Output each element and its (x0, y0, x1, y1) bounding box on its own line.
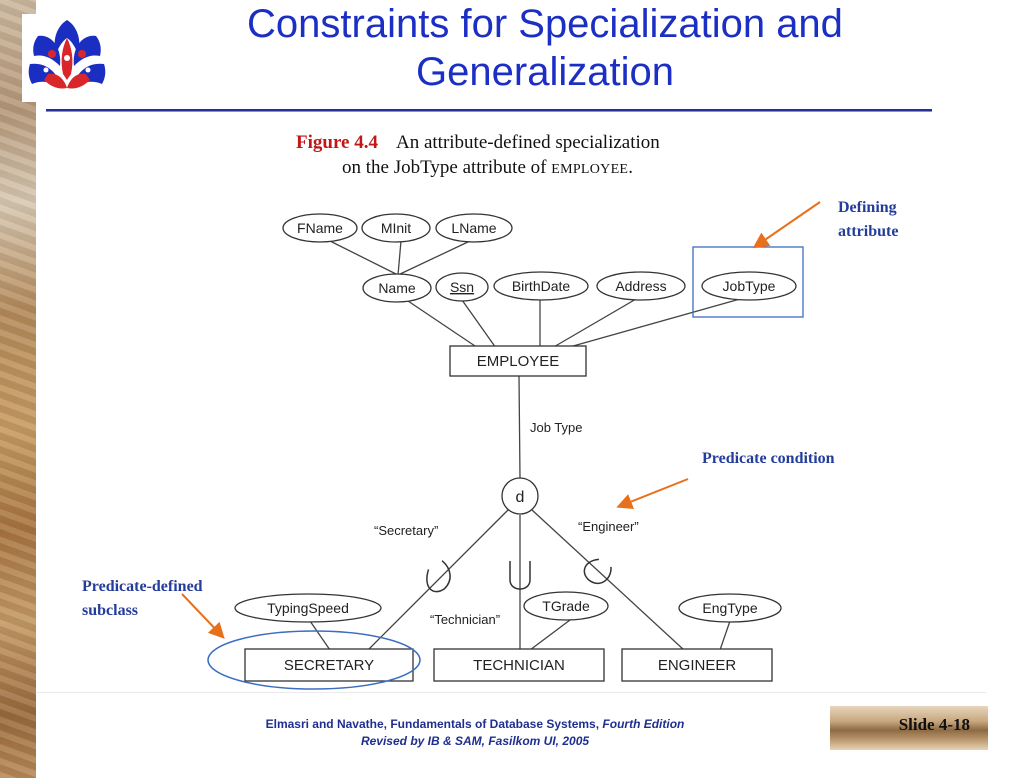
svg-text:FName: FName (297, 220, 343, 236)
figure-caption-line-1: An attribute-defined specialization (395, 132, 660, 153)
slide-title-line-1: Constraints for Specialization and (247, 2, 843, 46)
entity-technician: TECHNICIAN (433, 648, 605, 682)
figure-label: Figure 4.4 (296, 132, 378, 153)
predicate-engineer: “Engineer” (578, 519, 639, 534)
footer-edition: Fourth Edition (602, 717, 685, 731)
svg-text:MInit: MInit (381, 220, 411, 236)
left-decorative-strip (0, 0, 36, 778)
annotation-defining-line-1: Defining (838, 199, 897, 216)
arrow-defining-attribute (752, 201, 821, 249)
arrow-predicate-condition (616, 478, 689, 510)
annotation-defining-attribute: Defining attribute (838, 196, 898, 244)
entity-employee: EMPLOYEE (449, 345, 587, 377)
entity-engineer: ENGINEER (621, 648, 773, 682)
attr-typingspeed: TypingSpeed (234, 593, 382, 623)
svg-text:BirthDate: BirthDate (512, 278, 571, 294)
disjoint-circle: d (501, 477, 539, 515)
svg-text:EngType: EngType (702, 600, 757, 616)
slide-number-badge: Slide 4-18 (830, 706, 988, 750)
attr-engtype: EngType (678, 593, 782, 623)
footer-divider (36, 692, 986, 693)
figure-caption-suffix: . (628, 157, 634, 178)
predicate-secretary: “Secretary” (374, 523, 438, 538)
entity-secretary: SECRETARY (244, 648, 414, 682)
svg-text:Address: Address (615, 278, 666, 294)
annotation-subclass-line-2: subclass (82, 602, 139, 619)
defining-attribute-highlight (692, 246, 804, 318)
subset-symbols (426, 558, 612, 593)
svg-text:EMPLOYEE: EMPLOYEE (477, 353, 560, 370)
footer-line-2: Revised by IB & SAM, Fasilkom UI, 2005 (210, 733, 740, 750)
svg-text:d: d (516, 489, 525, 506)
title-divider (46, 109, 932, 112)
attr-address: Address (596, 271, 686, 301)
annotation-arrows (181, 201, 821, 639)
footer-revision: Revised by IB & SAM, Fasilkom UI, 2005 (360, 734, 590, 748)
arrow-predicate-subclass (181, 593, 225, 639)
svg-text:TECHNICIAN: TECHNICIAN (473, 657, 565, 674)
attr-birthdate: BirthDate (493, 271, 589, 301)
annotation-predicate-defined-subclass: Predicate-defined subclass (82, 575, 203, 623)
svg-text:ENGINEER: ENGINEER (658, 657, 737, 674)
svg-text:LName: LName (451, 220, 496, 236)
footer-line-1: Elmasri and Navathe, Fundamentals of Dat… (210, 716, 740, 733)
svg-text:TypingSpeed: TypingSpeed (267, 600, 349, 616)
svg-text:JobType: JobType (723, 278, 776, 294)
footer-book: Elmasri and Navathe, Fundamentals of Dat… (265, 717, 603, 731)
university-logo (22, 14, 112, 102)
slide-title-line-2: Generalization (416, 50, 674, 94)
attr-jobtype: JobType (701, 271, 797, 301)
annotation-subclass-line-1: Predicate-defined (82, 578, 203, 595)
attr-minit: MInit (361, 213, 431, 243)
attr-name: Name (362, 273, 432, 303)
attr-lname: LName (435, 213, 513, 243)
figure-caption-prefix: on the JobType attribute of (342, 157, 547, 178)
figure-caption-entity: EMPLOYEE (551, 162, 629, 177)
connector-lines (309, 240, 741, 651)
figure-caption-line-2: on the JobType attribute of EMPLOYEE. (296, 155, 766, 182)
attr-ssn: Ssn (435, 272, 489, 302)
annotation-defining-line-2: attribute (838, 223, 899, 240)
slide-title: Constraints for Specialization and Gener… (150, 0, 940, 96)
attr-fname: FName (282, 213, 358, 243)
figure-caption: Figure 4.4 An attribute-defined specializ… (296, 130, 766, 182)
predicate-subclass-highlight (207, 630, 421, 690)
annotation-predicate-condition: Predicate condition (702, 450, 835, 467)
svg-text:Name: Name (378, 280, 416, 296)
predicate-technician: “Technician” (430, 612, 500, 627)
svg-text:Ssn: Ssn (450, 279, 474, 295)
footer-credits: Elmasri and Navathe, Fundamentals of Dat… (210, 716, 740, 750)
svg-text:SECRETARY: SECRETARY (284, 657, 374, 674)
attr-tgrade: TGrade (523, 591, 609, 621)
specialization-label: Job Type (530, 420, 583, 435)
slide-number: Slide 4-18 (898, 715, 970, 734)
svg-text:TGrade: TGrade (542, 598, 590, 614)
